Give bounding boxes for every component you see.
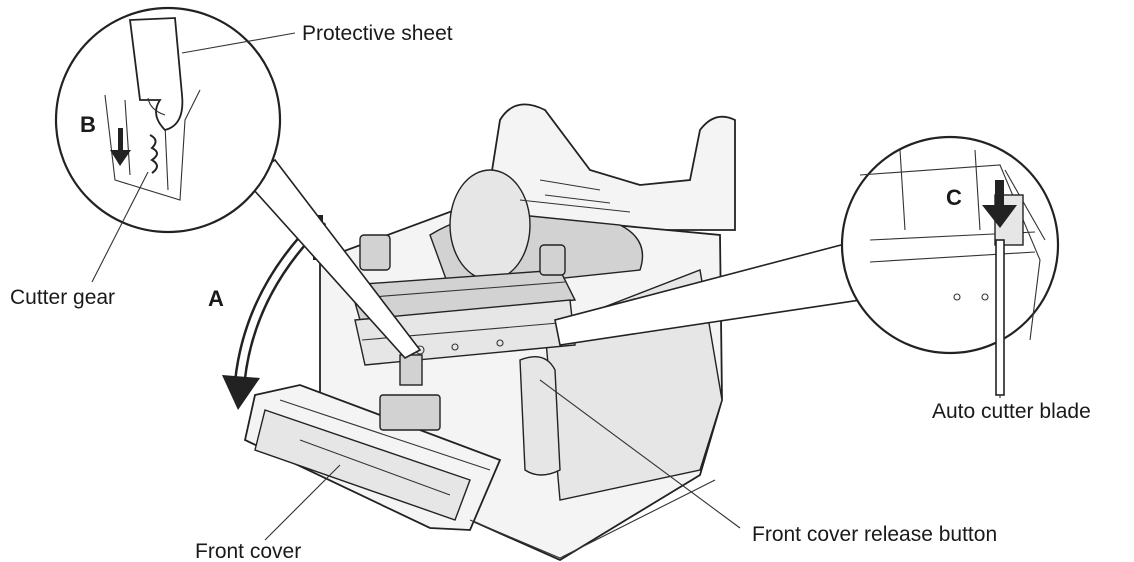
cutter-gear-shape xyxy=(149,134,158,174)
step-letter-c: C xyxy=(946,185,962,210)
auto-cutter-blade-shape xyxy=(995,239,1005,396)
leader-lines xyxy=(91,32,1001,541)
front-cover-release-button-label: Front cover release button xyxy=(752,523,997,546)
step-letter-a: A xyxy=(208,286,224,311)
step-letter-b: B xyxy=(80,112,96,137)
printer-body xyxy=(243,103,736,562)
zoom-callout-b xyxy=(54,6,422,360)
zoom-callout-c xyxy=(554,135,1060,396)
protective-sheet-shape xyxy=(128,17,184,131)
protective-sheet-label: Protective sheet xyxy=(302,22,453,45)
front-cover-label: Front cover xyxy=(195,540,301,562)
auto-cutter-blade-label: Auto cutter blade xyxy=(932,400,1091,423)
cutter-gear-label: Cutter gear xyxy=(10,286,115,309)
